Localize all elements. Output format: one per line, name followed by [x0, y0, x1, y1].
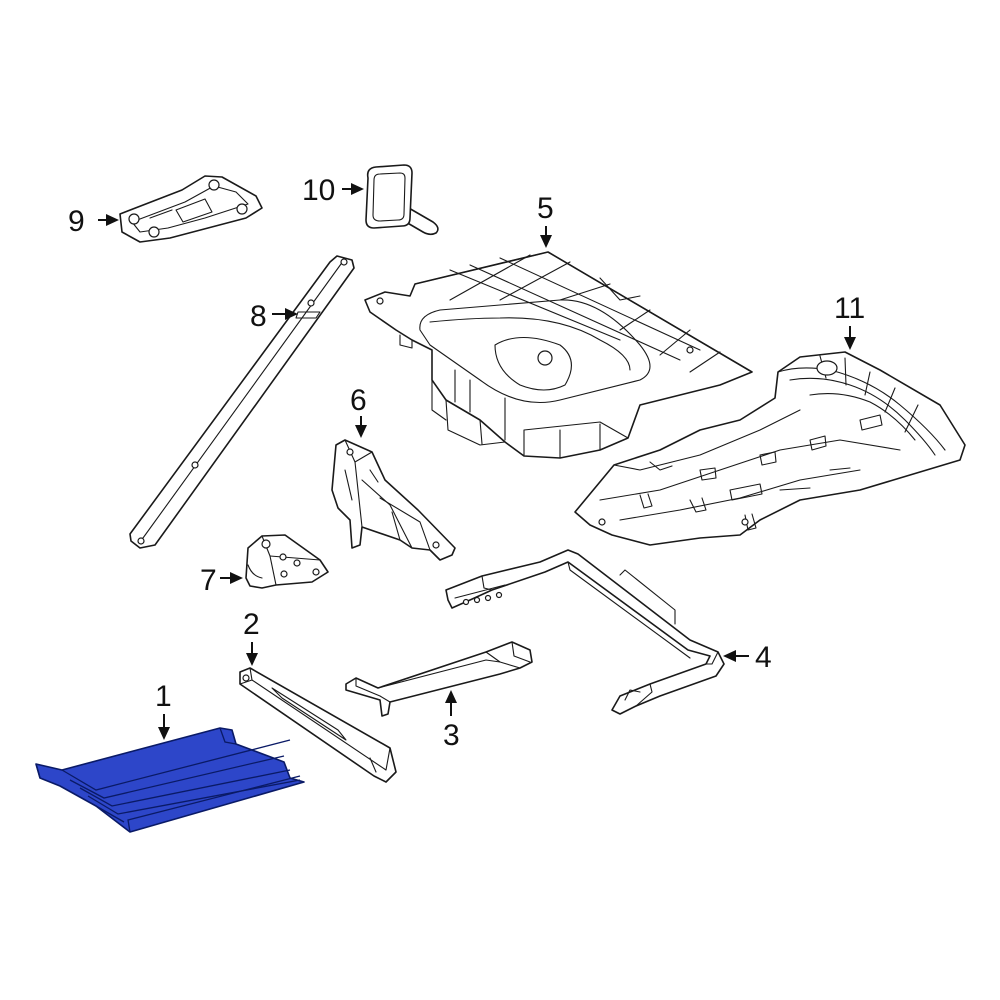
callout-5-number: 5 — [537, 192, 554, 225]
callout-8-number: 8 — [250, 300, 267, 333]
callout-8: 8 — [250, 300, 298, 333]
callout-1-number: 1 — [155, 680, 172, 713]
callout-4: 4 — [723, 641, 772, 674]
callout-2: 2 — [243, 608, 260, 666]
callout-9: 9 — [68, 205, 119, 238]
part-2-rail-bar[interactable] — [239, 667, 397, 783]
callout-10: 10 — [302, 174, 364, 207]
callout-3: 3 — [443, 690, 460, 752]
part-1-fill — [35, 727, 305, 833]
callout-11-number: 11 — [834, 292, 865, 325]
part-7-mount-bracket[interactable] — [245, 534, 329, 589]
callout-5: 5 — [537, 192, 554, 248]
part-10-pad-with-rod[interactable] — [365, 164, 439, 236]
callout-7: 7 — [200, 564, 243, 597]
part-9-bracket-plate[interactable] — [119, 175, 263, 243]
part-3-cross-member[interactable] — [345, 641, 533, 717]
part-6-angled-bracket[interactable] — [331, 439, 456, 561]
part-5-spare-wheel-well[interactable] — [364, 251, 753, 459]
callout-6-number: 6 — [350, 384, 367, 417]
callout-2-number: 2 — [243, 608, 260, 641]
callout-1: 1 — [155, 680, 172, 740]
callout-4-number: 4 — [755, 641, 772, 674]
callout-3-number: 3 — [443, 719, 460, 752]
callout-9-number: 9 — [68, 205, 85, 238]
part-4-u-frame[interactable] — [445, 549, 725, 715]
callout-6: 6 — [350, 384, 367, 438]
callout-10-number: 10 — [302, 174, 335, 207]
callout-11: 11 — [834, 292, 865, 350]
part-1-floor-panel[interactable] — [35, 727, 305, 833]
part-8-long-strap[interactable] — [129, 255, 355, 549]
callout-7-number: 7 — [200, 564, 217, 597]
part-11-rear-floor-panel[interactable] — [574, 351, 966, 546]
